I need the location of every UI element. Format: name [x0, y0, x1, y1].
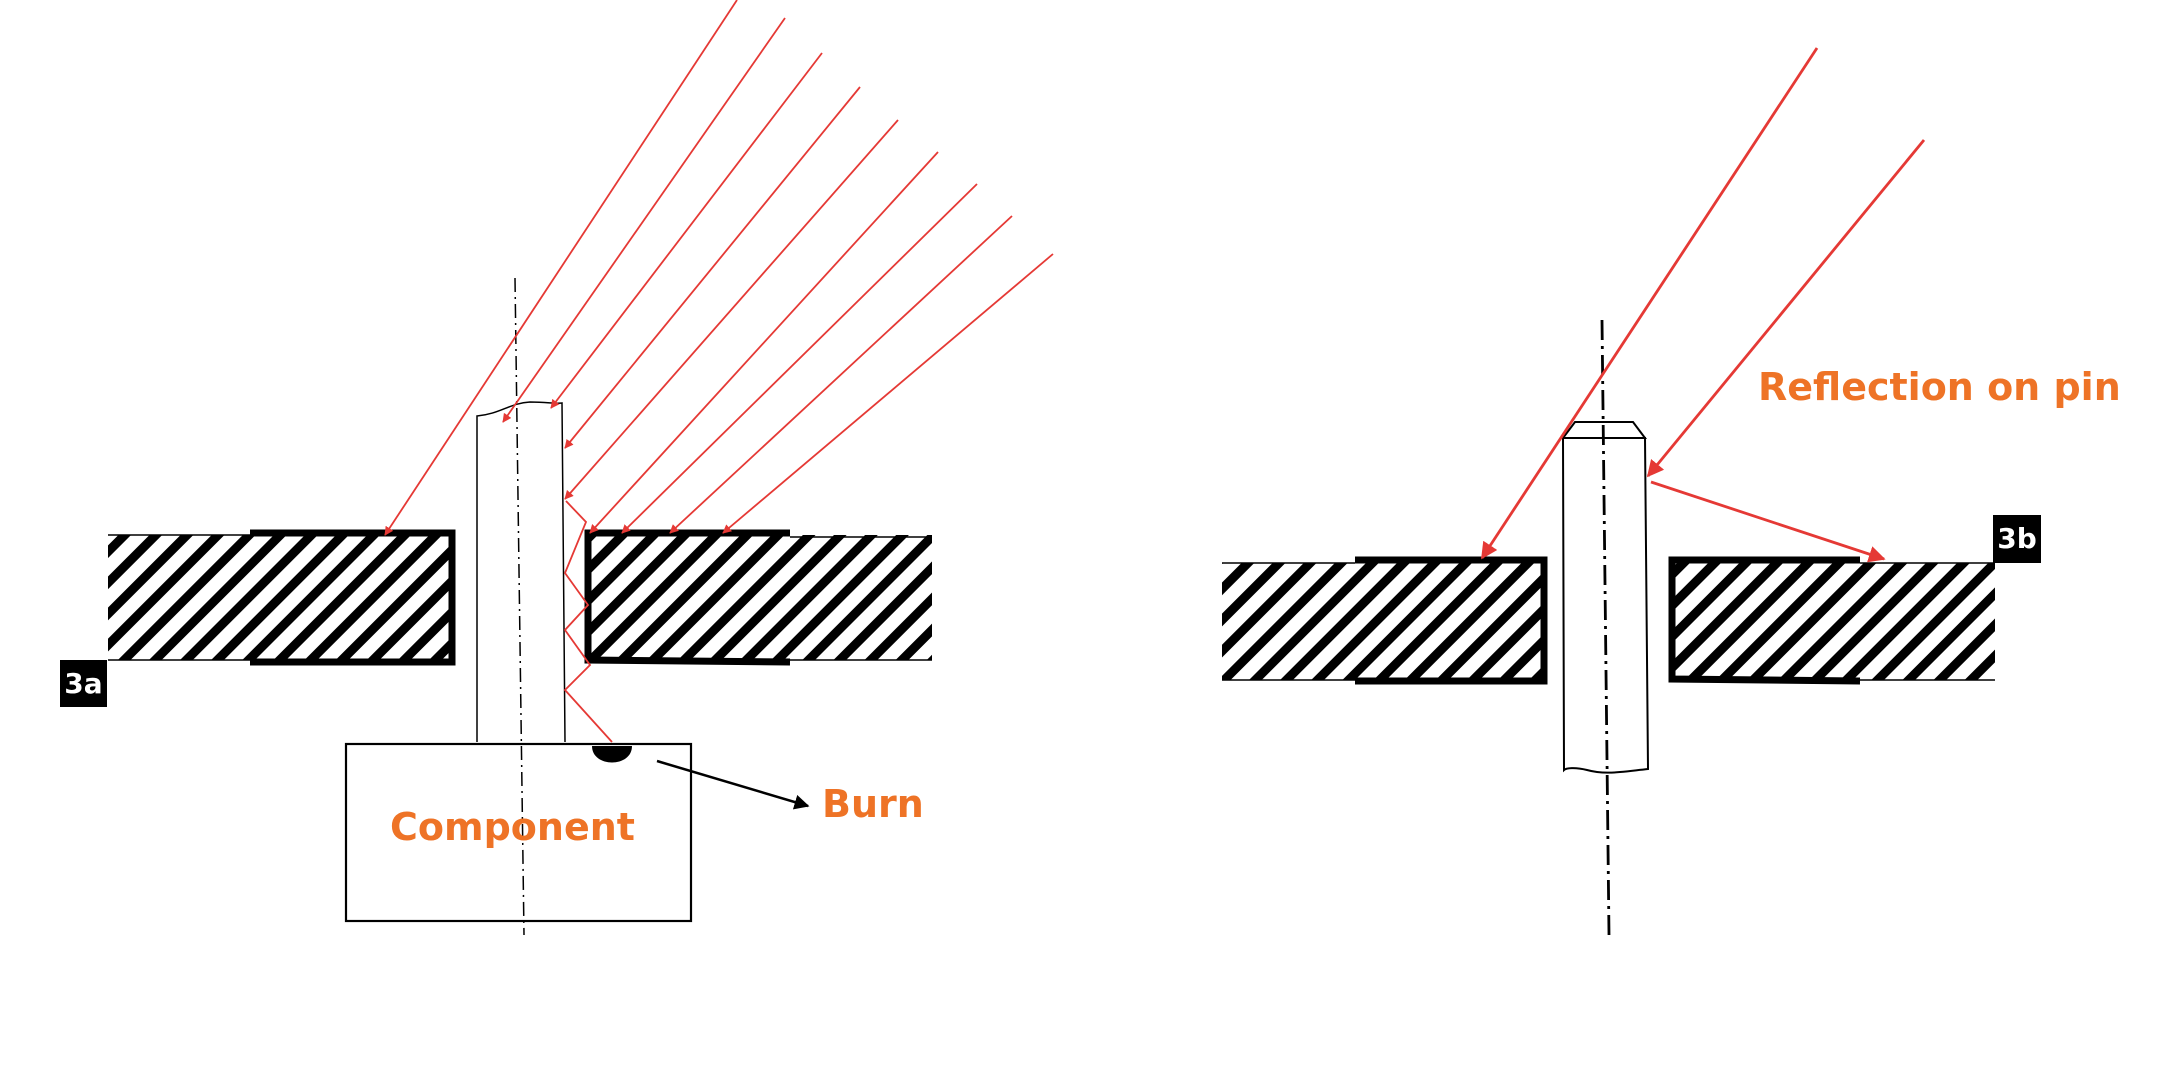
reflection-zigzag	[563, 500, 613, 743]
laser-beams-3a	[384, 0, 1054, 743]
badge-3b: 3b	[1993, 515, 2041, 563]
beam-ray	[564, 119, 899, 500]
beam-ray	[669, 215, 1013, 534]
left-plate-3b	[1222, 556, 1548, 685]
figure-3b: 3b Reflection on pin	[1222, 47, 2121, 936]
laser-beams-3b	[1480, 47, 1926, 563]
badge-3a: 3a	[60, 660, 107, 707]
beam-ray	[589, 151, 939, 534]
beam-ray	[502, 17, 786, 423]
beam-ray	[1480, 47, 1819, 560]
badge-3a-text: 3a	[64, 667, 102, 700]
badge-3b-text: 3b	[1997, 522, 2037, 555]
center-axis-3a	[514, 277, 525, 936]
burn-mark	[592, 746, 632, 763]
beam-ray	[384, 0, 738, 536]
beam-ray	[1646, 139, 1926, 478]
beam-ray	[550, 52, 823, 409]
burn-pointer-arrow	[656, 759, 810, 810]
burn-label: Burn	[822, 782, 924, 826]
reflected-ray	[1650, 480, 1886, 563]
left-plate-3a	[108, 529, 456, 666]
reflection-label: Reflection on pin	[1758, 365, 2121, 409]
right-plate-3b	[1668, 556, 1995, 685]
beam-ray	[722, 253, 1054, 534]
pin-3a	[476, 401, 566, 743]
center-axis-3b	[1600, 319, 1611, 936]
beam-ray	[564, 86, 861, 449]
component-label: Component	[390, 805, 635, 849]
beam-ray	[621, 183, 978, 534]
right-plate-3a	[584, 529, 932, 666]
component-block	[344, 742, 693, 923]
figure-3a: 3a Component Burn	[60, 0, 1054, 936]
